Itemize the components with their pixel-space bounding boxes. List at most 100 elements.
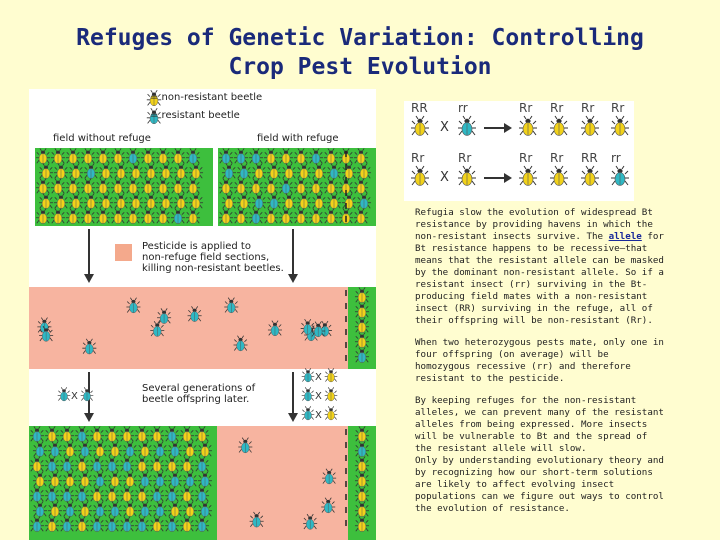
beetle-head (184, 458, 190, 463)
beetle-legs (107, 501, 123, 517)
beetle-head (82, 473, 88, 478)
beetle-legs (179, 426, 195, 442)
beetle-legs (113, 163, 129, 179)
beetle-head (112, 503, 118, 508)
beetle-head (94, 518, 100, 523)
beetle-legs (53, 193, 69, 209)
beetle-head (148, 165, 154, 170)
beetle-legs (38, 163, 54, 179)
beetle-head (223, 210, 229, 215)
later-field-without-refuge-beetle (179, 456, 195, 472)
beetle-head (55, 180, 61, 185)
pesticide-caption-line-1: Pesticide is applied to (142, 241, 251, 252)
beetle-head (238, 337, 243, 342)
beetle-head (97, 443, 103, 448)
beetle-head (359, 289, 365, 294)
beetle-legs (354, 426, 370, 442)
beetle-legs (59, 456, 75, 472)
beetle-head (417, 118, 423, 124)
beetle-legs (65, 148, 81, 164)
beetle-head (199, 428, 205, 433)
beetle-head (79, 458, 85, 463)
mating-mixed-pair-2-left-beetle (301, 387, 315, 402)
beetle-legs (353, 178, 369, 194)
beetle-legs (137, 501, 153, 517)
beetle-head (192, 308, 197, 312)
allele-link[interactable]: allele (608, 231, 642, 242)
mating-mixed-pair-3-left-beetle (301, 406, 315, 421)
heterozygous-cross-arrow-head (504, 173, 512, 183)
beetle-head (103, 165, 109, 170)
beetle-head (556, 168, 562, 174)
beetle-head (64, 488, 70, 493)
beetle-head (178, 165, 184, 170)
treated-field-without-refuge-background (29, 287, 217, 369)
field-with-refuge-beetle (278, 208, 294, 224)
treated-field-with-refuge-resistant-beetle (267, 320, 282, 337)
beetle-legs (110, 178, 126, 194)
beetle-legs (182, 501, 198, 517)
beetle-legs (92, 501, 108, 517)
homozygous-cross-arrow-head (504, 123, 512, 133)
heterozygous-cross-genotype: Rr (458, 151, 472, 165)
beetle-head (55, 150, 61, 155)
beetle-head (151, 110, 157, 114)
treated-field-with-refuge-refuge-beetle (354, 317, 370, 333)
beetle-legs (59, 426, 75, 442)
beetle-legs (32, 501, 48, 517)
field-without-refuge-beetle (170, 178, 186, 194)
beetle-head (358, 210, 364, 215)
beetle-legs (300, 318, 315, 335)
field-with-refuge-beetle (263, 208, 279, 224)
later-field-without-refuge-beetle (119, 486, 135, 502)
later-field-without-refuge-beetle (107, 471, 123, 487)
beetle-legs (170, 178, 186, 194)
beetle-legs (236, 163, 252, 179)
label-field-with-refuge: field with refuge (257, 133, 339, 144)
field-with-refuge-beetle (293, 148, 309, 164)
beetle-head (238, 210, 244, 215)
beetle-legs (173, 163, 189, 179)
field-without-refuge-beetle (173, 193, 189, 209)
beetle-head (253, 150, 259, 155)
treated-field-without-refuge-resistant-beetle (126, 297, 141, 314)
beetle-head (172, 443, 178, 448)
field-with-refuge-beetle (233, 148, 249, 164)
later-field-without-refuge-beetle (59, 456, 75, 472)
beetle-legs (157, 308, 172, 324)
beetle-legs (57, 387, 71, 401)
later-field-without-refuge-beetle (164, 456, 180, 472)
beetle-head (52, 503, 58, 508)
beetle-legs (77, 501, 93, 517)
beetle-head (88, 165, 94, 170)
beetle-head (67, 443, 73, 448)
beetle-head (223, 180, 229, 185)
heterozygous-cross-beetle-rr (611, 165, 629, 186)
beetle-legs (354, 287, 370, 303)
beetle-head (187, 443, 193, 448)
label-field-without-refuge: field without refuge (53, 133, 151, 144)
beetle-legs (110, 208, 126, 224)
field-without-refuge-beetle (80, 148, 96, 164)
beetle-head (190, 210, 196, 215)
later-field-without-refuge-beetle (119, 516, 135, 532)
beetle-head (202, 473, 208, 478)
beetle-legs (238, 437, 253, 453)
field-without-refuge-beetle (128, 163, 144, 179)
mating-mixed-pair-1-right-beetle (324, 368, 338, 383)
beetle-legs (185, 208, 201, 224)
beetle-legs (187, 306, 202, 322)
mating-resistant-pair-left-beetle (57, 387, 71, 402)
beetle-head (175, 210, 181, 215)
field-without-refuge-beetle (155, 208, 171, 224)
homozygous-cross-cross-symbol: X (440, 120, 449, 135)
beetle-legs (411, 115, 429, 136)
pesticide-swatch (115, 244, 132, 261)
field-with-refuge-beetle (248, 208, 264, 224)
beetle-head (253, 180, 259, 185)
beetle-head (331, 195, 337, 200)
beetle-head (199, 518, 205, 523)
beetle-legs (137, 471, 153, 487)
later-field-without-refuge-beetle (182, 501, 198, 517)
beetle-head (70, 150, 76, 155)
